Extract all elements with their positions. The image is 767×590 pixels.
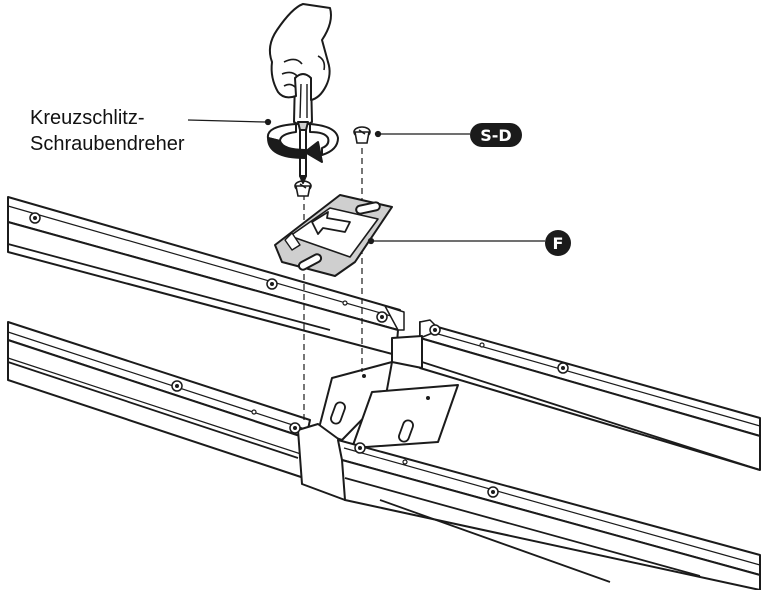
tool-label-line2: Schraubendreher bbox=[30, 133, 185, 155]
alignment-guide-lines bbox=[303, 148, 363, 420]
tool-callout-label: Kreuzschlitz- Schraubendreher bbox=[30, 105, 185, 157]
screw-part-badge: S-D bbox=[470, 123, 522, 147]
tool-label-line1: Kreuzschlitz- bbox=[30, 107, 145, 129]
connector-slots bbox=[330, 401, 414, 443]
back-beam-inner-rail bbox=[7, 243, 761, 471]
hand-icon bbox=[268, 3, 332, 101]
rotation-arrow-icon bbox=[266, 123, 339, 163]
bracket-part-badge: F bbox=[545, 230, 571, 256]
front-beam-inner-rail bbox=[7, 361, 701, 583]
front-beam bbox=[7, 321, 761, 590]
direction-arrow-icon bbox=[311, 211, 351, 235]
bracket-plate-icon bbox=[274, 194, 393, 277]
leader-lines bbox=[187, 118, 545, 245]
screw-sd-icon bbox=[353, 126, 371, 144]
beam-screw-holes bbox=[29, 212, 569, 498]
screw-icon bbox=[294, 180, 312, 197]
